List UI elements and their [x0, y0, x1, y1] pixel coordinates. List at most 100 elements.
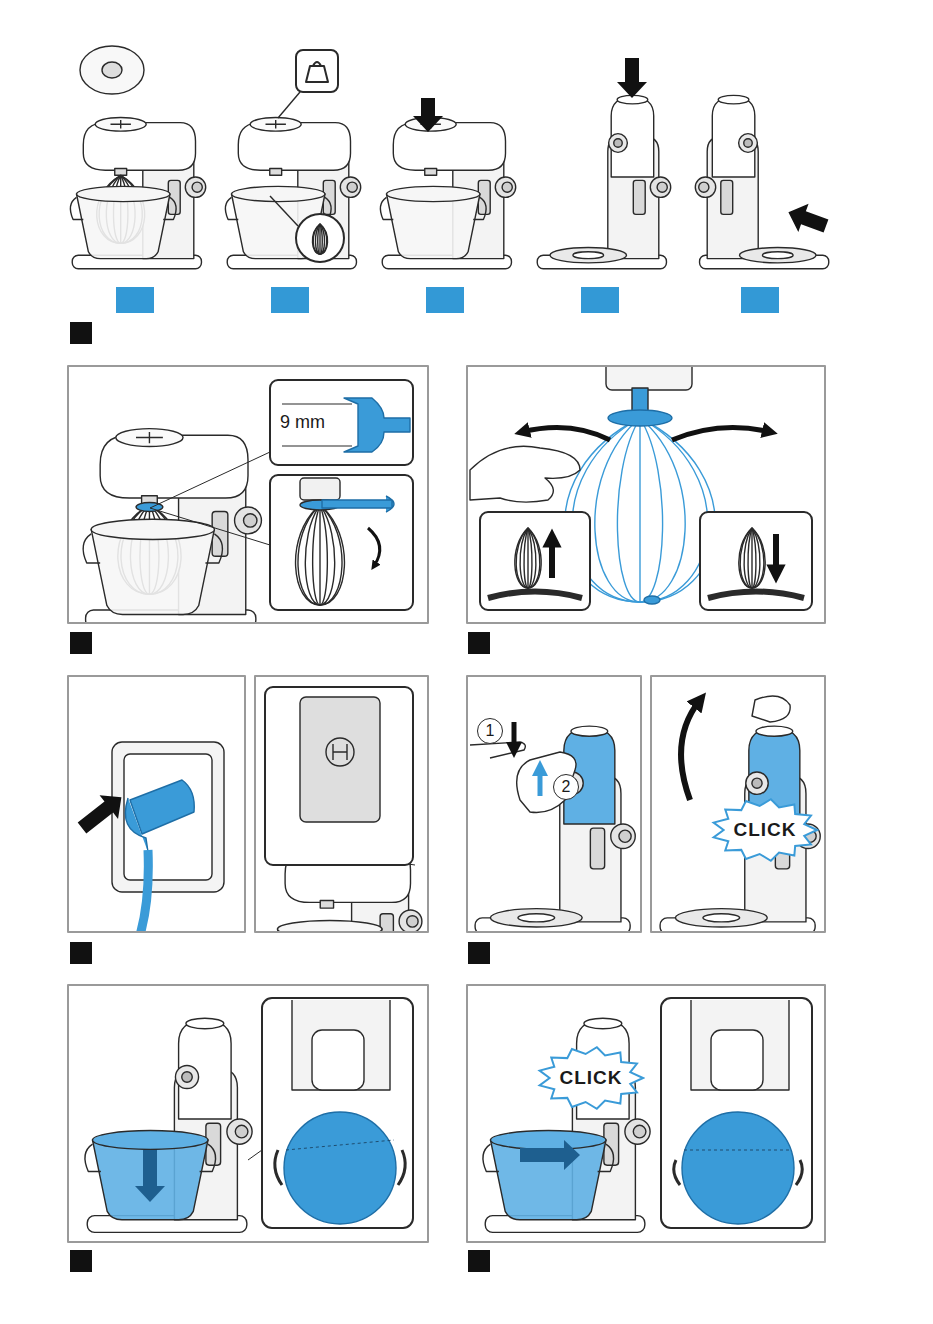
illustration-path — [515, 528, 541, 588]
callout-number: 1 — [477, 718, 503, 744]
illustration-circle — [611, 824, 635, 848]
illustration-rect — [320, 901, 333, 909]
illustration-path — [70, 197, 83, 219]
illustration-rect — [70, 1250, 92, 1272]
illustration-rect — [70, 632, 92, 654]
illustration-rect — [468, 632, 490, 654]
illustration-g — [296, 478, 394, 605]
illustration-path — [538, 768, 543, 796]
illustration-path — [163, 197, 176, 219]
illustration-g — [660, 696, 820, 931]
illustration-rect — [262, 998, 413, 1228]
illustration-path — [319, 505, 320, 605]
illustration-path — [73, 785, 131, 839]
illustration-circle — [699, 182, 709, 192]
illustration-path — [93, 1140, 209, 1220]
illustration-ellipse — [491, 1131, 607, 1150]
illustration-path — [125, 798, 148, 852]
illustration-path — [524, 528, 528, 588]
illustration-g — [470, 722, 635, 931]
illustration-path — [135, 1150, 165, 1202]
illustration-circle — [502, 182, 512, 192]
illustration-rect — [661, 998, 812, 1228]
illustration-rect — [124, 754, 212, 880]
illustration-path — [320, 224, 327, 254]
illustration-ellipse — [584, 1018, 622, 1028]
illustration-rect — [711, 1030, 763, 1090]
illustration-rect — [312, 1030, 364, 1090]
illustration-rect — [581, 287, 619, 313]
illustration-rect — [296, 50, 338, 92]
illustration-path — [684, 1150, 792, 1151]
illustration-path — [470, 446, 580, 502]
illustration-path — [640, 418, 685, 602]
illustration-path — [739, 528, 765, 588]
illustration-path — [691, 1000, 789, 1090]
illustration-ellipse — [518, 914, 555, 922]
illustration-path — [318, 224, 320, 254]
illustration-g — [660, 726, 820, 931]
illustration-path — [333, 744, 347, 760]
illustration-path — [83, 123, 195, 171]
illustration-rect — [265, 687, 413, 865]
illustration-path — [674, 1160, 803, 1185]
illustration-path — [595, 418, 640, 602]
illustration-path — [470, 742, 525, 758]
click-burst: CLICK — [537, 1046, 644, 1110]
illustration-g — [83, 429, 261, 622]
illustration-path — [752, 696, 790, 722]
illustration-path — [520, 528, 528, 588]
illustration-g — [483, 998, 812, 1232]
illustration-ellipse — [387, 186, 481, 201]
illustration-circle — [695, 177, 715, 197]
illustration-ellipse — [80, 46, 144, 94]
illustration-rect — [68, 676, 245, 932]
illustration-path — [387, 194, 481, 259]
illustration-rect — [68, 985, 428, 1242]
illustration-path — [598, 1144, 614, 1171]
illustration-rect — [721, 180, 733, 214]
illustration-ellipse — [232, 186, 326, 201]
illustration-ellipse — [608, 410, 672, 426]
illustration-ellipse — [571, 726, 608, 736]
illustration-ellipse — [756, 726, 793, 736]
illustration-rect — [651, 676, 825, 932]
illustration-g — [135, 1150, 165, 1202]
illustration-path — [315, 224, 320, 254]
illustration-circle — [347, 182, 357, 192]
illustration-path — [238, 123, 350, 171]
illustration-circle — [752, 778, 762, 788]
illustration-path — [516, 528, 528, 588]
illustration-ellipse — [703, 914, 740, 922]
illustration-path — [275, 1150, 405, 1185]
illustration-circle — [625, 1119, 650, 1144]
illustration-path — [640, 418, 663, 602]
illustration-path — [528, 528, 540, 588]
illustration-path — [491, 1140, 607, 1220]
illustration-path — [83, 534, 100, 563]
illustration-circle — [192, 182, 202, 192]
illustration-g — [73, 785, 131, 839]
dimension-label: 9 mm — [280, 412, 325, 433]
illustration-ellipse — [490, 909, 582, 927]
illustration-ellipse — [550, 248, 627, 263]
illustration-rect — [590, 828, 604, 869]
illustration-rect — [112, 742, 224, 892]
illustration-rect — [70, 942, 92, 964]
illustration-rect — [271, 287, 309, 313]
illustration-path — [517, 752, 576, 813]
illustration-ellipse — [644, 596, 660, 604]
illustration-path — [473, 197, 486, 219]
illustration-path — [136, 432, 163, 443]
illustration-path — [130, 780, 194, 834]
illustration-path — [270, 196, 298, 226]
illustration-rect — [480, 512, 590, 610]
illustration-path — [320, 505, 342, 605]
illustration-circle — [682, 1112, 794, 1224]
illustration-rect — [468, 942, 490, 964]
illustration-ellipse — [93, 1131, 209, 1150]
illustration-rect — [300, 697, 380, 822]
burst-shape — [540, 1047, 643, 1108]
illustration-path — [393, 123, 505, 171]
